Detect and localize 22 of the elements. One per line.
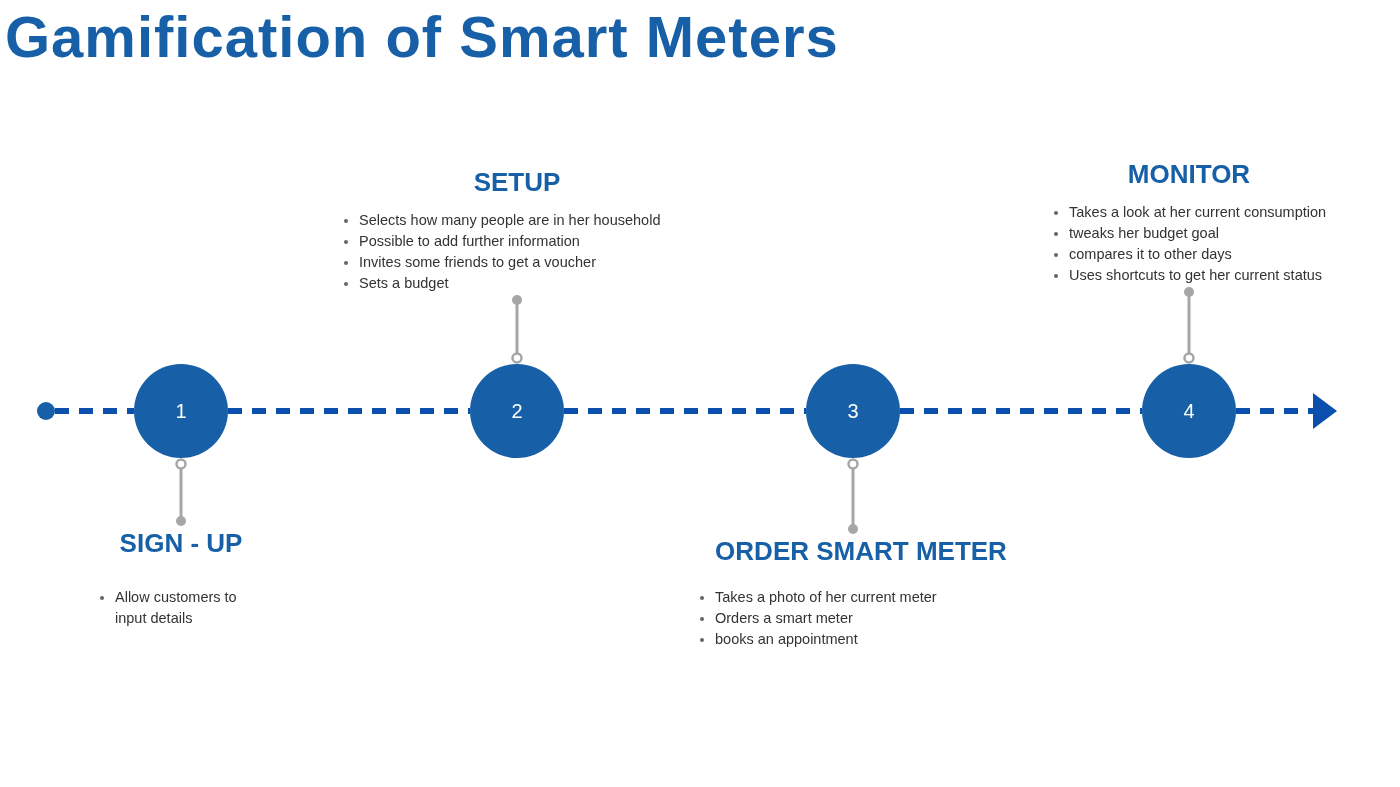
bullet-item: Takes a look at her current consumption	[1069, 203, 1327, 222]
leader-line	[1183, 287, 1195, 364]
bullet-item: Sets a budget	[359, 274, 449, 293]
leader-line	[175, 458, 187, 526]
leader-line	[511, 295, 523, 364]
step-heading: SIGN - UP	[118, 527, 244, 559]
bullet-item: Uses shortcuts to get her current status	[1069, 266, 1323, 285]
step-heading: SETUP	[472, 166, 562, 198]
step-heading: ORDER SMART METER	[714, 535, 1008, 567]
timeline-arrow	[1236, 393, 1337, 429]
bullet-item: Invites some friends to get a voucher	[359, 253, 596, 272]
bullet-item: Allow customers to input details	[115, 588, 238, 628]
bullet-item: Possible to add further information	[359, 232, 580, 251]
title: Gamification of Smart Meters	[5, 3, 839, 71]
bullet-item: compares it to other days	[1069, 245, 1232, 264]
step-heading: MONITOR	[1126, 158, 1252, 190]
leader-line	[847, 458, 859, 534]
bullet-item: Orders a smart meter	[715, 609, 853, 628]
bullet-item: Selects how many people are in her household	[359, 211, 661, 230]
bullet-item: tweaks her budget goal	[1069, 224, 1219, 243]
bullet-item: Takes a photo of her current meter	[715, 588, 937, 607]
bullet-item: books an appointment	[715, 630, 858, 649]
